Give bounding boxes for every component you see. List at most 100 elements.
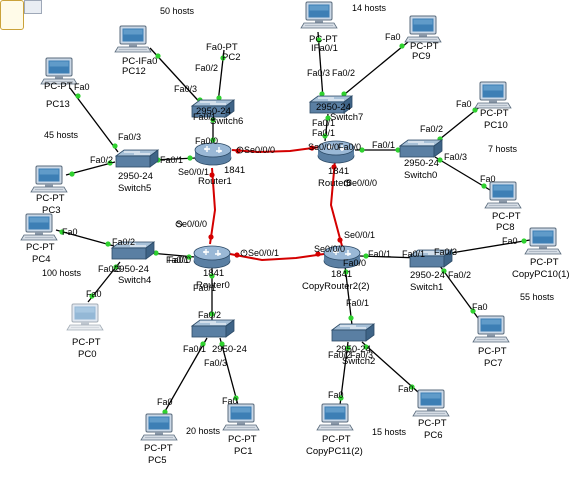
- cr2-port-se001: Se0/0/1: [344, 230, 375, 240]
- pc7[interactable]: [472, 315, 510, 343]
- switch5[interactable]: [115, 149, 159, 168]
- pc0-port-fa0: Fa0: [86, 289, 102, 299]
- pc0[interactable]: [66, 303, 104, 331]
- pc12-type: PC-IFa0: [122, 56, 157, 67]
- switch6-name: Switch6: [210, 116, 243, 127]
- copypc11-port-fa0: Fa0: [328, 390, 344, 400]
- pc9-port-fa0: Fa0: [385, 32, 401, 42]
- pc9-name: PC9: [412, 51, 430, 62]
- note-20-hosts: 20 hosts: [186, 426, 221, 436]
- toolbar-tab-icon[interactable]: [24, 0, 42, 14]
- r1-port-fa00: Fa0/0: [195, 136, 218, 146]
- r2-port-se001: Se0/0/0: [346, 178, 377, 188]
- switch6-model: 2950-24: [196, 106, 231, 117]
- clock-icon: [175, 146, 351, 257]
- sw3-port-fa01: Fa0/1: [183, 344, 206, 354]
- sw4-port-fa03: Fa0/3: [98, 264, 121, 274]
- pc6-name: PC6: [424, 430, 442, 441]
- pc5[interactable]: [140, 413, 178, 441]
- router2-model: 1841: [328, 166, 349, 177]
- pc3[interactable]: [30, 165, 68, 193]
- pc2[interactable]: [210, 4, 246, 30]
- pc9[interactable]: [404, 15, 442, 43]
- pc0-type: PC-PT: [72, 337, 101, 348]
- sw4-port-fa02: Fa0/2: [112, 237, 135, 247]
- switch1-name: Switch1: [410, 282, 443, 293]
- switch4-model: 2950-24: [114, 264, 149, 275]
- pc1-port-fa0: Fa0: [222, 396, 238, 406]
- sw1-port-fa01: Fa0/1: [402, 249, 425, 259]
- pc7-type: PC-PT: [478, 346, 507, 357]
- sw7-port-fa02: Fa0/2: [332, 68, 355, 78]
- note-14-hosts: 14 hosts: [352, 3, 387, 13]
- switch2-model: 2950-24: [336, 344, 371, 355]
- sw5-port-fa02: Fa0/2: [90, 155, 113, 165]
- pc1[interactable]: [222, 403, 260, 431]
- sw0-port-fa01: Fa0/1: [372, 140, 395, 150]
- sw6-port-fa03: Fa0/3: [174, 84, 197, 94]
- copypc11[interactable]: [316, 403, 354, 431]
- pc1-name: PC1: [234, 446, 252, 457]
- router1[interactable]: [194, 142, 232, 166]
- sw2-port-fa03: Fa0/3: [350, 350, 373, 360]
- copypc10-type: PC-PT: [530, 257, 559, 268]
- r2-port-fa01: Fa0/1: [312, 128, 335, 138]
- router0[interactable]: [193, 245, 231, 269]
- link-status-dots: [59, 37, 527, 415]
- switch3-model: 2950-24: [212, 344, 247, 355]
- sw3-port-fa02: Fa0/2: [198, 310, 221, 320]
- switch3[interactable]: [191, 319, 235, 338]
- switch2-name: Switch2: [342, 356, 375, 367]
- sw1-port-fa03: Fa0/3: [434, 247, 457, 257]
- pc10-name: PC10: [484, 120, 508, 131]
- pc9-type: PC-PT: [410, 41, 439, 52]
- switch0[interactable]: [399, 139, 443, 158]
- pc8-type: PC-PT: [492, 211, 521, 222]
- pc10[interactable]: [474, 81, 512, 109]
- sw7-port-fa01: Fa0/1: [312, 118, 335, 128]
- sw6-port-fa01: Fa0/1: [193, 112, 216, 122]
- pc5-type: PC-PT: [144, 443, 173, 454]
- switch2[interactable]: [331, 323, 375, 342]
- pc13-name: PC13: [46, 99, 70, 110]
- note-100-hosts: 100 hosts: [42, 268, 82, 278]
- r0-port-fa01: Fa0/1: [193, 283, 216, 293]
- r0-port-se001: Se0/0/1: [248, 248, 279, 258]
- pc4-port-fa0: Fa0: [62, 227, 78, 237]
- pc11-port: IFa0/1: [311, 43, 338, 54]
- pc6[interactable]: [412, 389, 450, 417]
- note-7-hosts: 7 hosts: [488, 144, 518, 154]
- pc5-name: PC5: [148, 455, 166, 466]
- pc13-port-fa0: Fa0: [74, 82, 90, 92]
- pc6-port-fa0: Fa0: [398, 384, 414, 394]
- sw4-port-fa01: Fa0/1: [166, 255, 189, 265]
- sw7-port-fa03: Fa0/3: [307, 68, 330, 78]
- copypc10[interactable]: [524, 227, 562, 255]
- pc4[interactable]: [20, 213, 58, 241]
- pc12[interactable]: [114, 25, 152, 53]
- pc3-name: PC3: [42, 205, 60, 216]
- pc5-port-fa0: Fa0: [157, 397, 173, 407]
- pc7-port-fa0: Fa0: [472, 302, 488, 312]
- copypc11-name: CopyPC11(2): [306, 446, 363, 457]
- copyrouter2-name: CopyRouter2(2): [302, 281, 370, 292]
- switch1-model: 2950-24: [410, 270, 445, 281]
- pc8[interactable]: [484, 181, 522, 209]
- pc11-type: PC-PT: [309, 34, 338, 45]
- sw0-port-fa03: Fa0/3: [444, 152, 467, 162]
- pc13-type: PC-PT: [44, 81, 73, 92]
- note-50-hosts: 50 hosts: [160, 6, 195, 16]
- router0-name: Router0: [196, 280, 230, 291]
- pc11[interactable]: [300, 1, 338, 29]
- pc12-name: PC12: [122, 66, 146, 77]
- copypc10-port-fa0: Fa0: [502, 236, 518, 246]
- switch0-name: Switch0: [404, 170, 437, 181]
- pc0-name: PC0: [78, 349, 96, 360]
- pc7-name: PC7: [484, 358, 502, 369]
- sw1-port-fa02: Fa0/2: [448, 270, 471, 280]
- note-tool-icon[interactable]: [0, 0, 24, 30]
- r2-port-fa00: Fa0/0: [338, 142, 361, 152]
- pc8-port-fa0: Fa0: [480, 174, 496, 184]
- sw6-port-fa02: Fa0/2: [195, 63, 218, 73]
